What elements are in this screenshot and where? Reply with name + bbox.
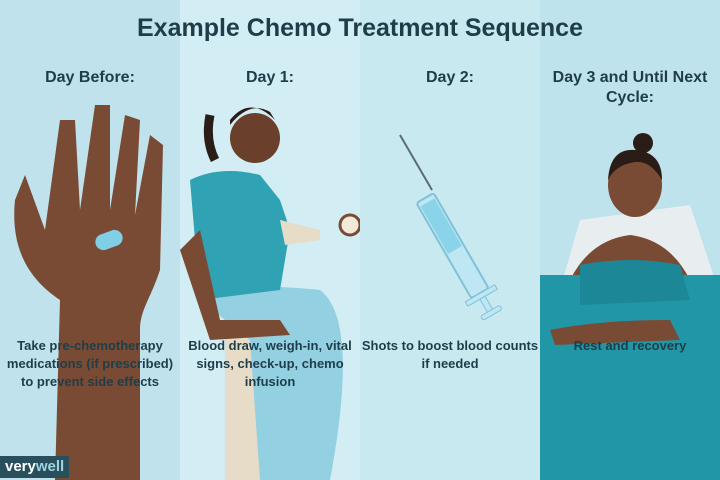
panel-day-1: Day 1: Blood draw, weigh-in, vital signs…: [180, 0, 360, 480]
step-description: Shots to boost blood counts if needed: [361, 338, 539, 371]
syringe-icon: [399, 134, 502, 321]
resting-patient-icon: [540, 133, 720, 480]
panel-day-before: Day Before: Take pre-chemotherapy medica…: [0, 0, 180, 480]
verywell-logo: verywell: [0, 456, 70, 478]
hand-with-pill-icon: [14, 105, 163, 480]
patient-infusion-icon: [180, 107, 360, 480]
logo-part1: very: [5, 458, 36, 475]
page-title: Example Chemo Treatment Sequence: [137, 14, 583, 42]
step-description: Blood draw, weigh-in, vital signs, check…: [188, 338, 352, 389]
step-heading: Day 3 and Until Next Cycle:: [552, 69, 708, 106]
logo-part2: well: [35, 458, 65, 475]
step-heading: Day Before:: [45, 69, 135, 86]
panel-day-2: Day 2: Shots to boost blood counts if ne…: [360, 0, 540, 480]
panel-day-3: Day 3 and Until Next Cycle: Rest and rec…: [540, 0, 720, 480]
step-description: Take pre-chemotherapy medications (if pr…: [6, 338, 174, 389]
step-heading: Day 2:: [425, 69, 475, 86]
step-heading: Day 1:: [245, 69, 295, 86]
step-description: Rest and recovery: [573, 338, 687, 353]
